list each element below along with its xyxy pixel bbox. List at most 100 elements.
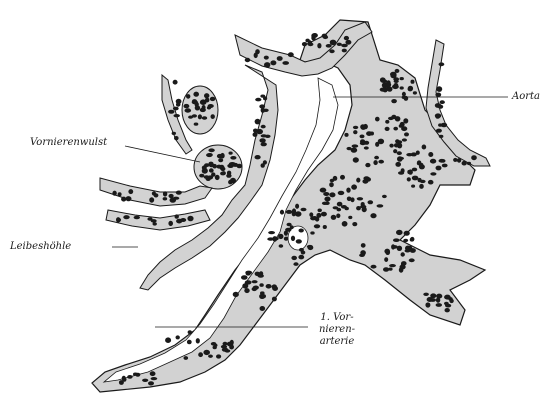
nucleus: [202, 116, 207, 120]
nucleus: [204, 175, 210, 179]
nucleus: [187, 216, 193, 222]
nucleus: [351, 148, 358, 153]
nucleus: [163, 197, 168, 200]
nucleus: [203, 350, 210, 355]
nucleus: [393, 238, 400, 242]
nucleus: [277, 56, 283, 61]
nucleus: [302, 42, 307, 46]
nucleus: [401, 126, 407, 131]
nucleus: [122, 378, 126, 382]
nucleus: [186, 94, 190, 99]
nucleus: [184, 104, 190, 108]
nucleus: [295, 211, 302, 216]
nucleus: [338, 191, 345, 195]
nucleus: [344, 36, 349, 40]
nucleus: [176, 219, 182, 224]
label-aorta: Aorta: [512, 91, 540, 103]
nucleus: [353, 126, 358, 129]
nucleus: [384, 249, 390, 254]
nucleus: [213, 164, 217, 169]
nucleus: [267, 237, 274, 240]
nucleus: [436, 166, 442, 171]
nucleus: [174, 136, 179, 140]
nucleus: [336, 214, 340, 219]
nucleus: [296, 239, 302, 243]
nucleus: [368, 200, 374, 204]
nucleus: [359, 254, 365, 257]
nucleus: [360, 124, 365, 129]
nucleus: [253, 129, 258, 133]
nucleus: [404, 231, 410, 236]
nucleus: [215, 175, 220, 180]
nucleus: [351, 184, 357, 189]
nucleus: [208, 104, 214, 108]
nucleus: [442, 164, 448, 168]
nucleus: [291, 256, 297, 260]
nucleus: [126, 196, 132, 201]
nucleus: [218, 158, 223, 162]
nucleus: [385, 82, 391, 87]
nucleus: [255, 98, 261, 102]
nucleus: [366, 131, 372, 136]
nucleus: [133, 373, 138, 376]
nucleus: [259, 283, 263, 287]
nucleus: [229, 152, 233, 155]
label-vornierenarterie-line3: arterie: [310, 336, 364, 348]
nucleus: [312, 33, 318, 38]
nucleus: [230, 340, 234, 345]
nucleus: [237, 164, 242, 169]
nucleus: [430, 159, 436, 164]
nucleus: [230, 156, 236, 160]
nucleus: [252, 280, 258, 283]
label-vornierenarterie: 1. Vor- nieren- arterie: [310, 312, 364, 348]
nucleus: [213, 346, 217, 350]
nucleus: [402, 138, 407, 141]
nucleus: [173, 197, 180, 200]
nucleus: [441, 159, 446, 163]
nucleus: [345, 207, 349, 211]
nucleus: [323, 192, 329, 196]
nucleus: [134, 216, 140, 219]
nucleus: [291, 236, 295, 241]
nucleus: [448, 297, 452, 301]
nucleus: [418, 178, 422, 182]
nucleus: [221, 345, 227, 349]
nucleus: [394, 143, 399, 147]
nucleus: [326, 44, 332, 48]
nucleus: [436, 129, 442, 133]
nucleus: [301, 251, 306, 255]
nucleus: [153, 222, 157, 225]
nucleus: [255, 49, 260, 54]
nucleus: [288, 52, 294, 57]
nucleus: [309, 212, 313, 217]
nucleus: [253, 132, 258, 137]
nucleus: [422, 145, 427, 150]
nucleus: [435, 93, 441, 98]
nucleus: [344, 133, 348, 137]
nucleus: [322, 202, 328, 205]
nucleus: [310, 231, 314, 234]
nucleus: [168, 221, 173, 226]
nucleus: [401, 252, 405, 256]
nucleus: [318, 209, 322, 213]
nucleus: [198, 114, 202, 119]
nucleus: [321, 212, 327, 217]
nucleus: [229, 162, 236, 166]
nucleus: [342, 221, 348, 227]
nucleus: [331, 215, 337, 220]
nucleus: [308, 42, 314, 46]
nucleus: [211, 342, 217, 346]
label-vornierenarterie-line1: 1. Vor-: [310, 312, 364, 324]
nucleus: [225, 349, 231, 352]
nucleus: [261, 163, 265, 168]
nucleus: [333, 176, 338, 181]
nucleus: [380, 77, 386, 82]
nucleus: [457, 158, 461, 163]
nucleus: [323, 225, 327, 229]
nucleus: [403, 239, 408, 242]
nucleus: [192, 114, 197, 117]
nucleus: [279, 244, 284, 248]
nucleus: [259, 138, 265, 143]
nucleus: [220, 172, 225, 176]
